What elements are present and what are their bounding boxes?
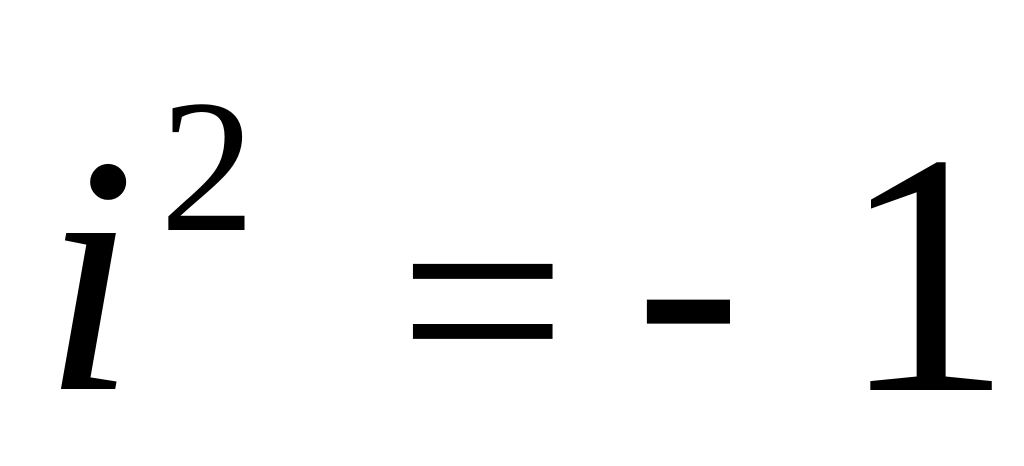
variable-i: i xyxy=(42,86,137,463)
minus-sign: - xyxy=(635,103,742,457)
number-one: 1 xyxy=(840,83,1013,465)
equation: i 2 = - 1 xyxy=(42,62,1013,466)
exponent-two: 2 xyxy=(160,62,255,272)
equals-sign: = xyxy=(398,134,568,466)
